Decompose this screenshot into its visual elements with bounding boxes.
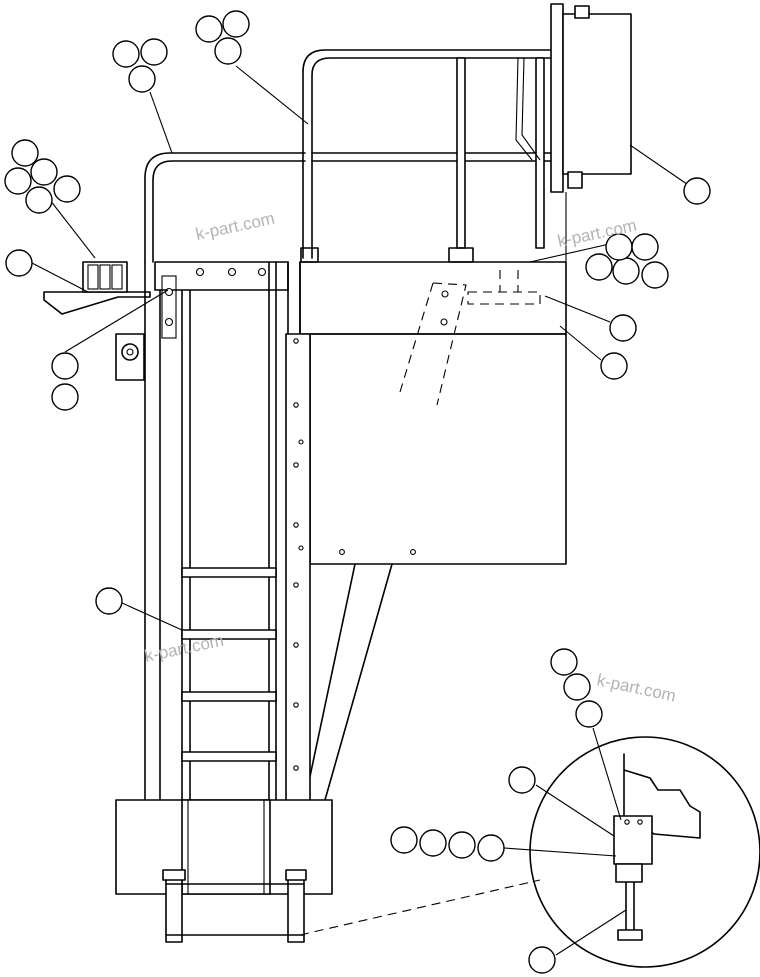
callout-balloon bbox=[390, 826, 418, 854]
callout-balloon bbox=[95, 587, 123, 615]
callout-balloon bbox=[550, 648, 578, 676]
callout-balloon bbox=[222, 10, 250, 38]
mounting-bracket bbox=[43, 261, 151, 381]
watermark: k-part.com bbox=[595, 670, 677, 705]
callout-balloon bbox=[51, 352, 79, 380]
callout-balloon bbox=[128, 65, 156, 93]
callout-balloon bbox=[25, 186, 53, 214]
callout-balloon bbox=[563, 673, 591, 701]
callout-balloon bbox=[195, 15, 223, 43]
callout-balloon bbox=[112, 40, 140, 68]
callout-balloon bbox=[609, 314, 637, 342]
callout-balloon bbox=[508, 766, 536, 794]
leader-lines bbox=[31, 65, 698, 956]
callout-balloon bbox=[600, 352, 628, 380]
callout-balloon bbox=[419, 829, 447, 857]
callout-balloon bbox=[4, 167, 32, 195]
callout-balloon bbox=[30, 158, 58, 186]
callout-balloon bbox=[51, 383, 79, 411]
callout-balloon bbox=[683, 177, 711, 205]
platform-box bbox=[299, 261, 567, 565]
callout-balloon bbox=[11, 139, 39, 167]
upper-handrail bbox=[300, 49, 557, 263]
callout-balloon bbox=[140, 38, 168, 66]
callout-balloon bbox=[477, 834, 505, 862]
callout-balloon bbox=[528, 946, 556, 974]
callout-balloon bbox=[641, 261, 669, 289]
left-handrail bbox=[144, 152, 306, 263]
callout-balloon bbox=[5, 249, 33, 277]
callout-balloon bbox=[448, 831, 476, 859]
callout-balloon bbox=[53, 175, 81, 203]
watermark: k-part.com bbox=[194, 209, 276, 244]
callout-balloon bbox=[575, 700, 603, 728]
callout-balloon bbox=[214, 37, 242, 65]
callout-balloon bbox=[612, 257, 640, 285]
callout-balloons bbox=[4, 10, 711, 974]
hinged-door bbox=[550, 3, 632, 262]
ladder bbox=[115, 261, 333, 943]
support-strut bbox=[304, 563, 393, 801]
detail-view bbox=[299, 736, 760, 968]
callout-balloon bbox=[631, 233, 659, 261]
callout-balloon bbox=[585, 253, 613, 281]
